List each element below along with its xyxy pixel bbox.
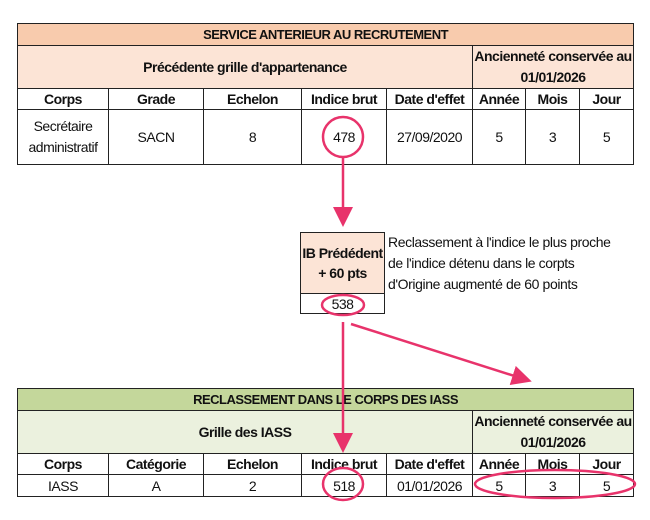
group-label: Précédente grille d'appartenance <box>17 45 473 89</box>
ib-header: IB Prédédent + 60 pts <box>300 232 385 294</box>
cell-annee: 5 <box>472 474 526 497</box>
cell-jour: 5 <box>578 109 635 165</box>
cell-categorie: A <box>108 474 204 497</box>
column-header: Corps <box>17 453 109 475</box>
reclassement-table: RECLASSEMENT DANS LE CORPS DES IASS Gril… <box>16 388 635 497</box>
group-label: Grille des IASS <box>17 410 473 454</box>
cell-mois: 3 <box>525 109 580 165</box>
table-title: RECLASSEMENT DANS LE CORPS DES IASS <box>16 388 635 411</box>
arrow-diagonal-icon <box>350 322 532 385</box>
cell-corps: Secrétaire administratif <box>17 109 109 165</box>
column-header: Echelon <box>203 88 302 110</box>
column-header: Date d'effet <box>386 88 473 110</box>
ib-value: 538 <box>300 293 385 314</box>
table-row: Secrétaire administratif SACN 8 478 27/0… <box>17 109 635 165</box>
column-header: Corps <box>17 88 109 110</box>
cell-annee: 5 <box>472 109 526 165</box>
cell-echelon: 8 <box>203 109 302 165</box>
column-header: Catégorie <box>108 453 204 475</box>
column-header: Jour <box>578 453 635 475</box>
service-anterieur-table: SERVICE ANTERIEUR AU RECRUTEMENT Précéde… <box>16 23 635 165</box>
column-header: Jour <box>578 88 635 110</box>
anciennete-label: Ancienneté conservée au 01/01/2026 <box>471 410 635 454</box>
column-header: Mois <box>525 88 580 110</box>
column-header: Année <box>472 453 526 475</box>
cell-indice-brut: 518 <box>301 474 387 497</box>
cell-corps: IASS <box>17 474 109 497</box>
cell-date-effet: 01/01/2026 <box>386 474 473 497</box>
column-header: Grade <box>108 88 204 110</box>
cell-echelon: 2 <box>203 474 302 497</box>
table-title: SERVICE ANTERIEUR AU RECRUTEMENT <box>16 23 635 46</box>
cell-indice-brut: 478 <box>301 109 387 165</box>
reclassement-note: Reclassement à l'indice le plus proche d… <box>388 234 611 292</box>
column-header: Indice brut <box>301 453 387 475</box>
ib-precedent-box: IB Prédédent + 60 pts 538 <box>300 232 385 314</box>
cell-mois: 3 <box>525 474 580 497</box>
column-header: Année <box>472 88 526 110</box>
cell-jour: 5 <box>578 474 635 497</box>
column-header: Date d'effet <box>386 453 473 475</box>
column-header: Indice brut <box>301 88 387 110</box>
cell-grade: SACN <box>108 109 204 165</box>
anciennete-label: Ancienneté conservée au 01/01/2026 <box>471 45 635 89</box>
cell-date-effet: 27/09/2020 <box>386 109 473 165</box>
table-row: IASS A 2 518 01/01/2026 5 3 5 <box>17 474 635 497</box>
column-header: Echelon <box>203 453 302 475</box>
column-header: Mois <box>525 453 580 475</box>
